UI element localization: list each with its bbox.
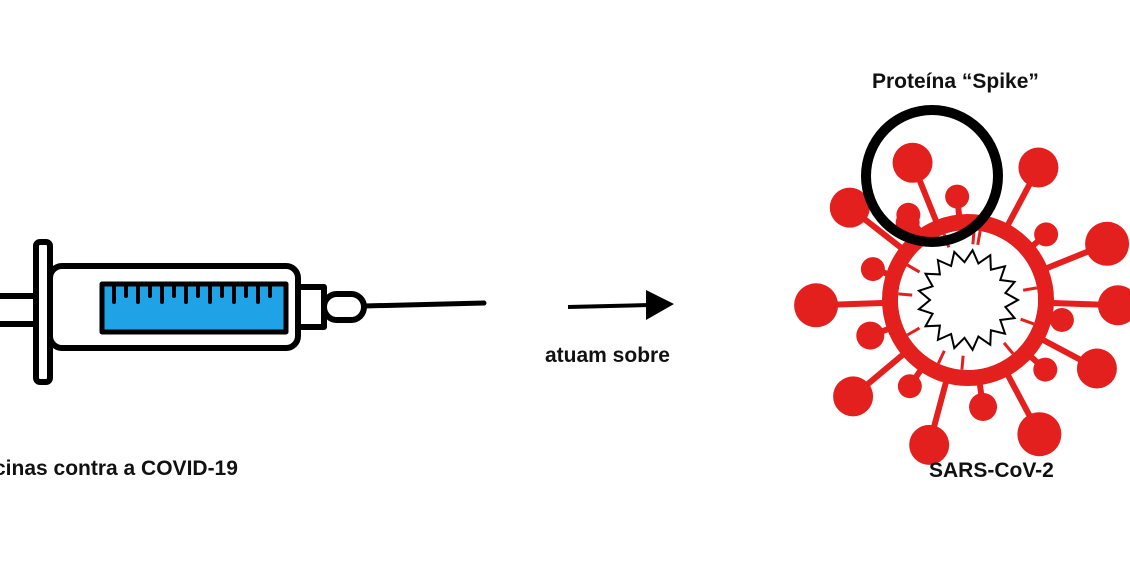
spike-highlight-circle (861, 105, 1003, 247)
spike-knob (794, 283, 839, 328)
inner-tick (906, 263, 921, 274)
spike-knob (1034, 222, 1059, 247)
spike-knob (896, 202, 921, 227)
virus-label: SARS-CoV-2 (929, 459, 1054, 482)
spike-knob (909, 424, 950, 465)
inner-tick (976, 230, 982, 246)
spike-knob (860, 257, 885, 282)
inner-tick (937, 350, 946, 365)
spike-knob (1018, 147, 1059, 188)
spike-knob (897, 374, 922, 399)
spike-knob (1049, 307, 1074, 332)
spike-knob (833, 376, 874, 417)
acts-on-label: atuam sobre (545, 344, 670, 367)
spike-knob (1076, 348, 1117, 389)
inner-tick (898, 292, 913, 297)
inner-tick (1022, 286, 1038, 292)
inner-tick (1002, 341, 1015, 355)
syringe-icon (0, 239, 487, 385)
spike-knob (829, 187, 870, 228)
vaccine-label: cinas contra a COVID-19 (0, 457, 238, 480)
syringe-fluid (99, 281, 289, 335)
spike-knob (1017, 412, 1062, 457)
spike-knob (892, 142, 933, 183)
spike-knob (1097, 285, 1130, 326)
inner-tick (906, 326, 921, 337)
spike-protein-label: Proteína “Spike” (872, 70, 1039, 93)
virus-icon (794, 142, 1130, 465)
inner-tick (960, 355, 965, 370)
inner-tick (1020, 317, 1035, 326)
virus-envelope (882, 214, 1054, 386)
spike-knob (1085, 221, 1130, 266)
spike-knob (856, 321, 885, 350)
virus-rna (916, 248, 1021, 352)
spike-knob (945, 184, 970, 209)
spike-knob (1033, 357, 1058, 382)
spike-knob (969, 392, 998, 421)
arrow-icon (567, 290, 674, 320)
